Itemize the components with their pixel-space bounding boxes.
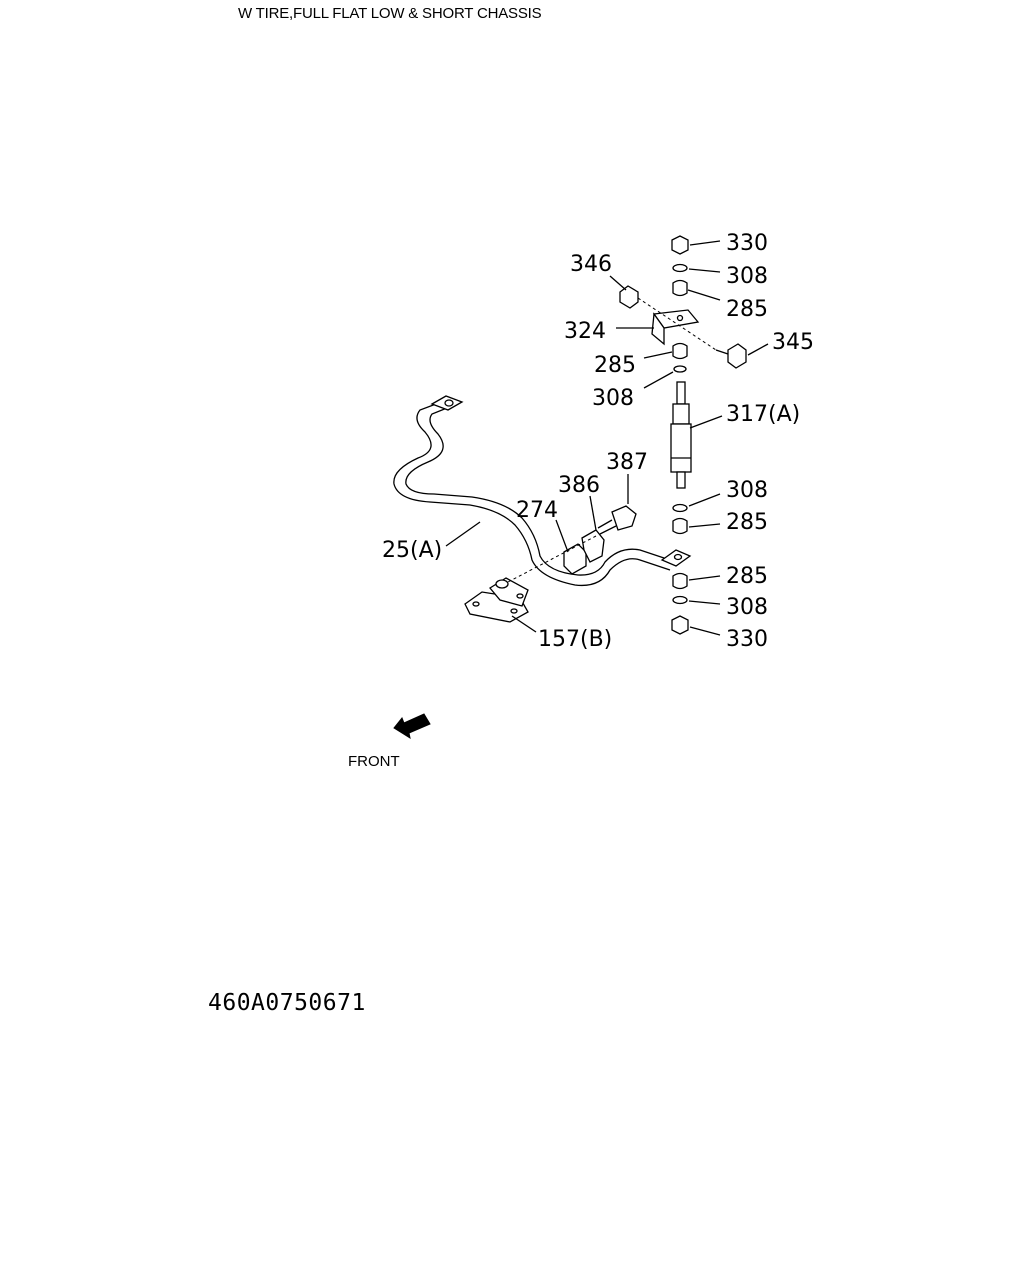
bracket-324-assembly <box>619 285 747 369</box>
front-direction-label: FRONT <box>348 753 400 770</box>
callout-386: 386 <box>558 473 600 498</box>
callout-274: 274 <box>516 498 558 523</box>
link-rod-317a <box>670 381 692 489</box>
callout-308-low: 308 <box>726 478 768 503</box>
stabilizer-bar <box>393 395 692 587</box>
callout-157b: 157(B) <box>538 627 612 652</box>
callout-labels: 330 308 285 346 324 345 285 308 317(A) 3… <box>382 231 814 652</box>
callout-25a: 25(A) <box>382 538 442 563</box>
callout-387: 387 <box>606 450 648 475</box>
callout-285-bot: 285 <box>726 564 768 589</box>
callout-317a: 317(A) <box>726 402 800 427</box>
callout-308-top: 308 <box>726 264 768 289</box>
callout-285-low: 285 <box>726 510 768 535</box>
callout-330-top: 330 <box>726 231 768 256</box>
callout-330-bot: 330 <box>726 627 768 652</box>
callout-345: 345 <box>772 330 814 355</box>
front-arrow-icon <box>393 713 431 740</box>
bracket-157b <box>464 577 529 623</box>
drawing-number: 460A0750671 <box>208 990 366 1016</box>
callout-308-bot: 308 <box>726 595 768 620</box>
callout-285-top: 285 <box>726 297 768 322</box>
leader-lines <box>445 240 769 636</box>
diagram-title: W TIRE,FULL FLAT LOW & SHORT CHASSIS <box>238 5 542 22</box>
callout-308-mid: 308 <box>592 386 634 411</box>
callout-324: 324 <box>564 319 606 344</box>
callout-346: 346 <box>570 252 612 277</box>
callout-285-mid: 285 <box>594 353 636 378</box>
hardware-stack <box>671 235 689 635</box>
